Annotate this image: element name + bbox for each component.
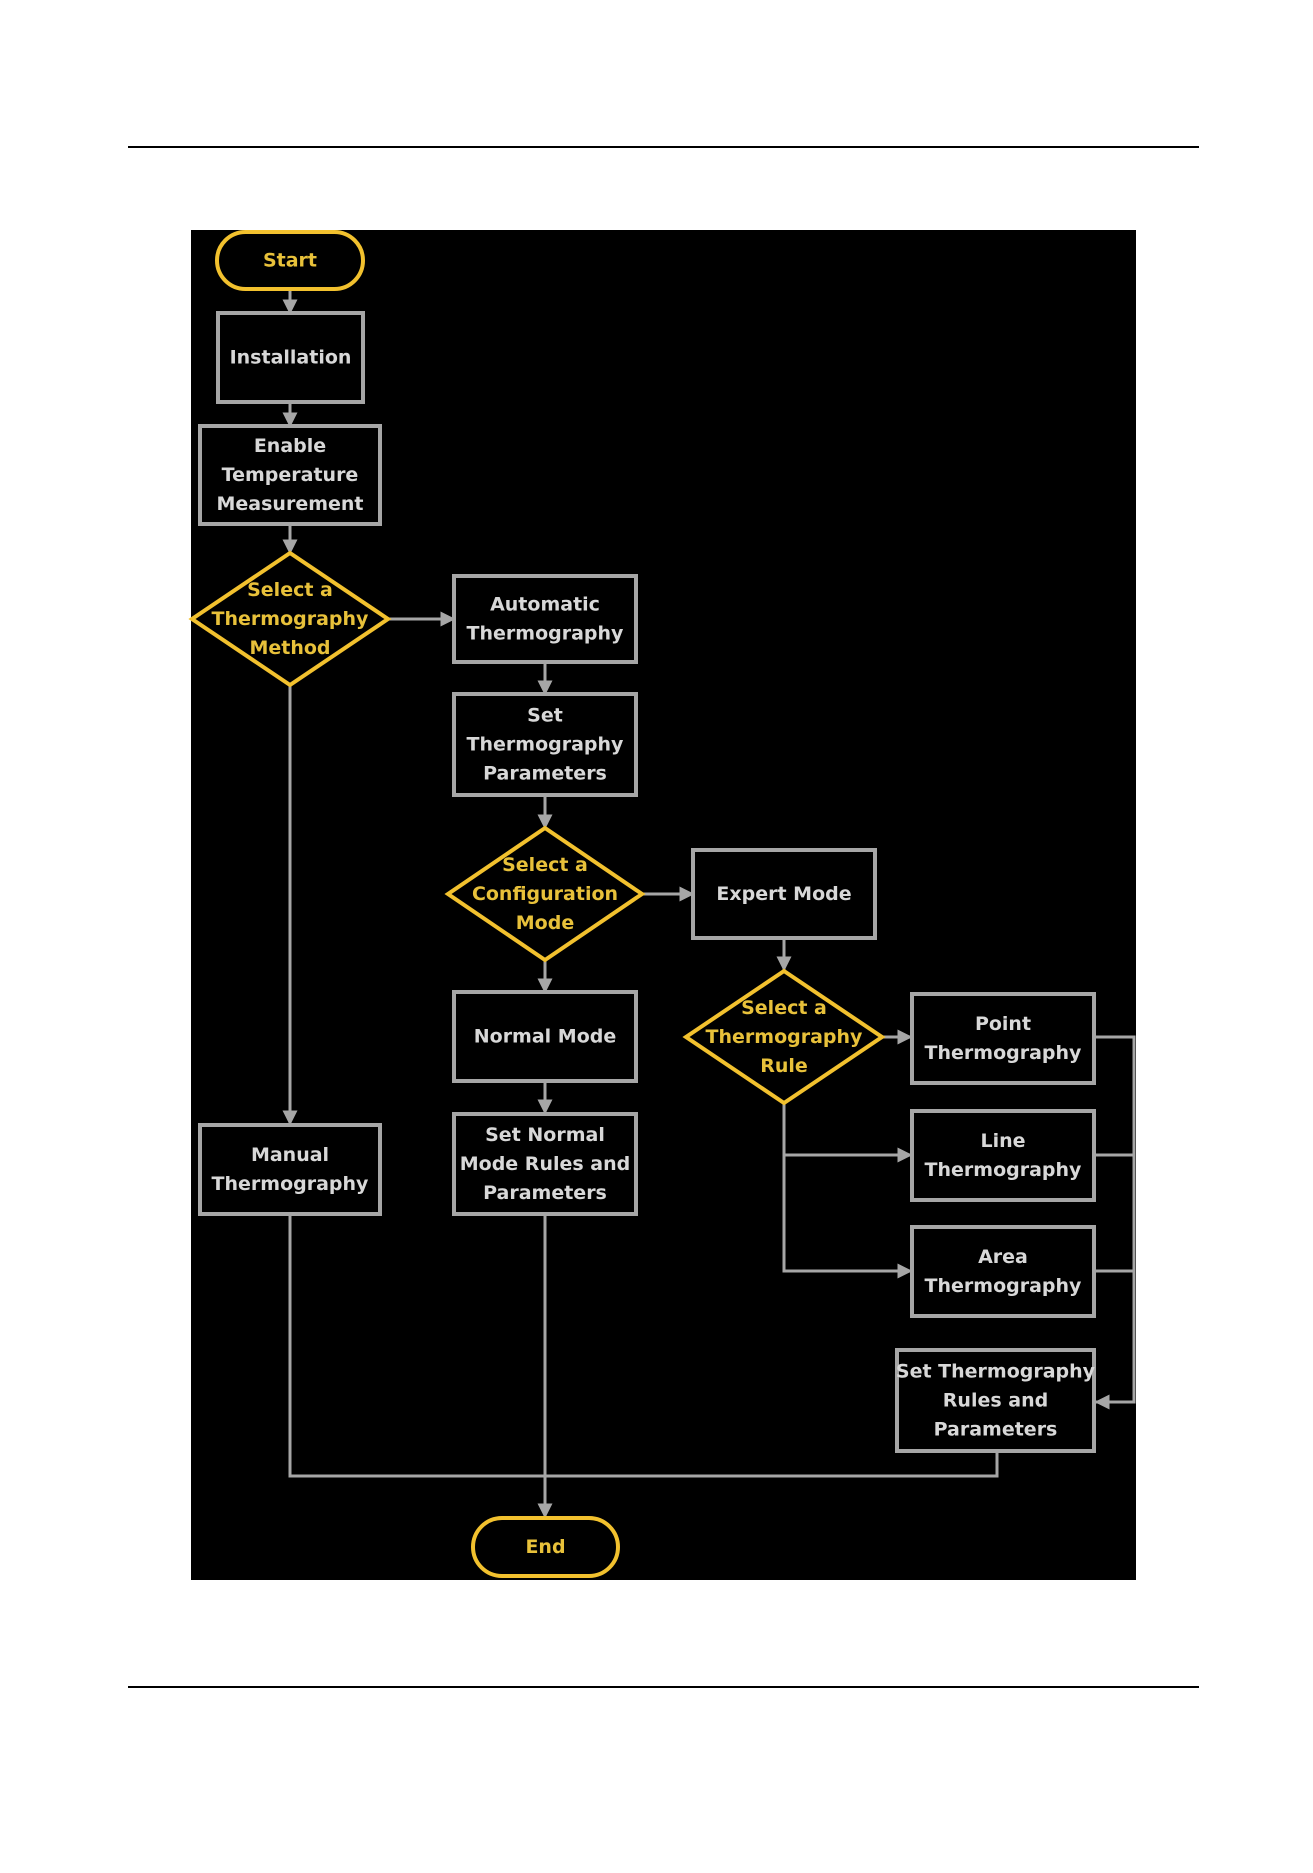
expert-mode-box: Expert Mode <box>691 848 877 940</box>
area-thermography-box-label: Area <box>978 1246 1028 1268</box>
start-terminal-shape <box>215 230 365 291</box>
shapes: StartInstallationEnableTemperatureMeasur… <box>188 230 1096 1578</box>
enable-measurement-box-label: Measurement <box>217 493 364 515</box>
select-configuration-mode-decision-label: Mode <box>516 912 574 934</box>
end-terminal: End <box>471 1516 620 1578</box>
area-thermography-box-label: Thermography <box>925 1275 1083 1297</box>
automatic-thermography-box-label: Automatic <box>490 594 600 616</box>
select-rule-decision-label: Select a <box>741 997 827 1019</box>
installation-box: Installation <box>216 311 365 404</box>
set-normal-mode-rules-box-label: Set Normal <box>485 1124 605 1146</box>
edge-manual-set-rules-merge <box>288 1214 999 1478</box>
normal-mode-box: Normal Mode <box>452 990 638 1083</box>
installation-box-shape <box>216 311 365 404</box>
line-thermography-box-label: Line <box>980 1130 1025 1152</box>
installation-box-label: Installation <box>230 347 352 369</box>
select-rule-decision-label: Thermography <box>706 1026 864 1048</box>
set-thermography-rules-box-label: Rules and <box>943 1390 1048 1412</box>
point-thermography-box-label: Point <box>975 1013 1031 1035</box>
edge-rule-area <box>782 1103 913 1279</box>
select-rule-decision-shape <box>682 968 886 1106</box>
edge-rules-to-set-rules <box>1094 1035 1136 1410</box>
automatic-thermography-box-label: Thermography <box>467 623 625 645</box>
area-thermography-box-shape <box>910 1225 1096 1318</box>
enable-measurement-box-label: Enable <box>254 435 326 457</box>
line-thermography-box-label: Thermography <box>925 1159 1083 1181</box>
select-configuration-mode-decision-label: Configuration <box>472 883 618 905</box>
set-parameters-box-label: Parameters <box>483 763 607 785</box>
set-parameters-box-shape <box>452 692 638 797</box>
end-terminal-label: End <box>525 1536 565 1558</box>
set-thermography-rules-box-label: Parameters <box>934 1419 1058 1441</box>
automatic-thermography-box-shape <box>452 574 638 664</box>
manual-thermography-box-shape <box>198 1123 382 1216</box>
footer-rule <box>128 1686 1199 1688</box>
select-method-decision-label: Thermography <box>212 608 370 630</box>
select-method-decision-shape <box>188 550 392 688</box>
line-thermography-box-shape <box>910 1109 1096 1202</box>
expert-mode-box-label: Expert Mode <box>716 883 851 905</box>
enable-measurement-box-label: Temperature <box>222 464 359 486</box>
set-parameters-box-label: Thermography <box>467 734 625 756</box>
end-terminal-shape <box>471 1516 620 1578</box>
normal-mode-box-shape <box>452 990 638 1083</box>
header-rule <box>128 146 1199 148</box>
manual-thermography-box-label: Thermography <box>212 1173 370 1195</box>
set-thermography-rules-box-shape <box>895 1348 1096 1453</box>
select-configuration-mode-decision-label: Select a <box>502 854 588 876</box>
set-parameters-box-label: Set <box>527 705 563 727</box>
point-thermography-box-label: Thermography <box>925 1042 1083 1064</box>
point-thermography-box-shape <box>910 992 1096 1085</box>
enable-measurement-box-shape <box>198 424 382 526</box>
set-thermography-rules-box-label: Set Thermography <box>896 1361 1096 1383</box>
set-normal-mode-rules-box-label: Mode Rules and <box>460 1153 631 1175</box>
manual-thermography-box-label: Manual <box>251 1144 329 1166</box>
select-configuration-mode-decision-shape <box>444 825 646 963</box>
select-method-decision-label: Method <box>249 637 330 659</box>
select-method-decision-label: Select a <box>247 579 333 601</box>
normal-mode-box-label: Normal Mode <box>474 1026 617 1048</box>
expert-mode-box-shape <box>691 848 877 940</box>
set-normal-mode-rules-box-label: Parameters <box>483 1182 607 1204</box>
start-terminal-label: Start <box>263 250 317 272</box>
connectors <box>282 289 1136 1519</box>
select-rule-decision-label: Rule <box>760 1055 808 1077</box>
set-normal-mode-rules-box-shape <box>452 1112 638 1216</box>
start-terminal: Start <box>215 230 365 291</box>
